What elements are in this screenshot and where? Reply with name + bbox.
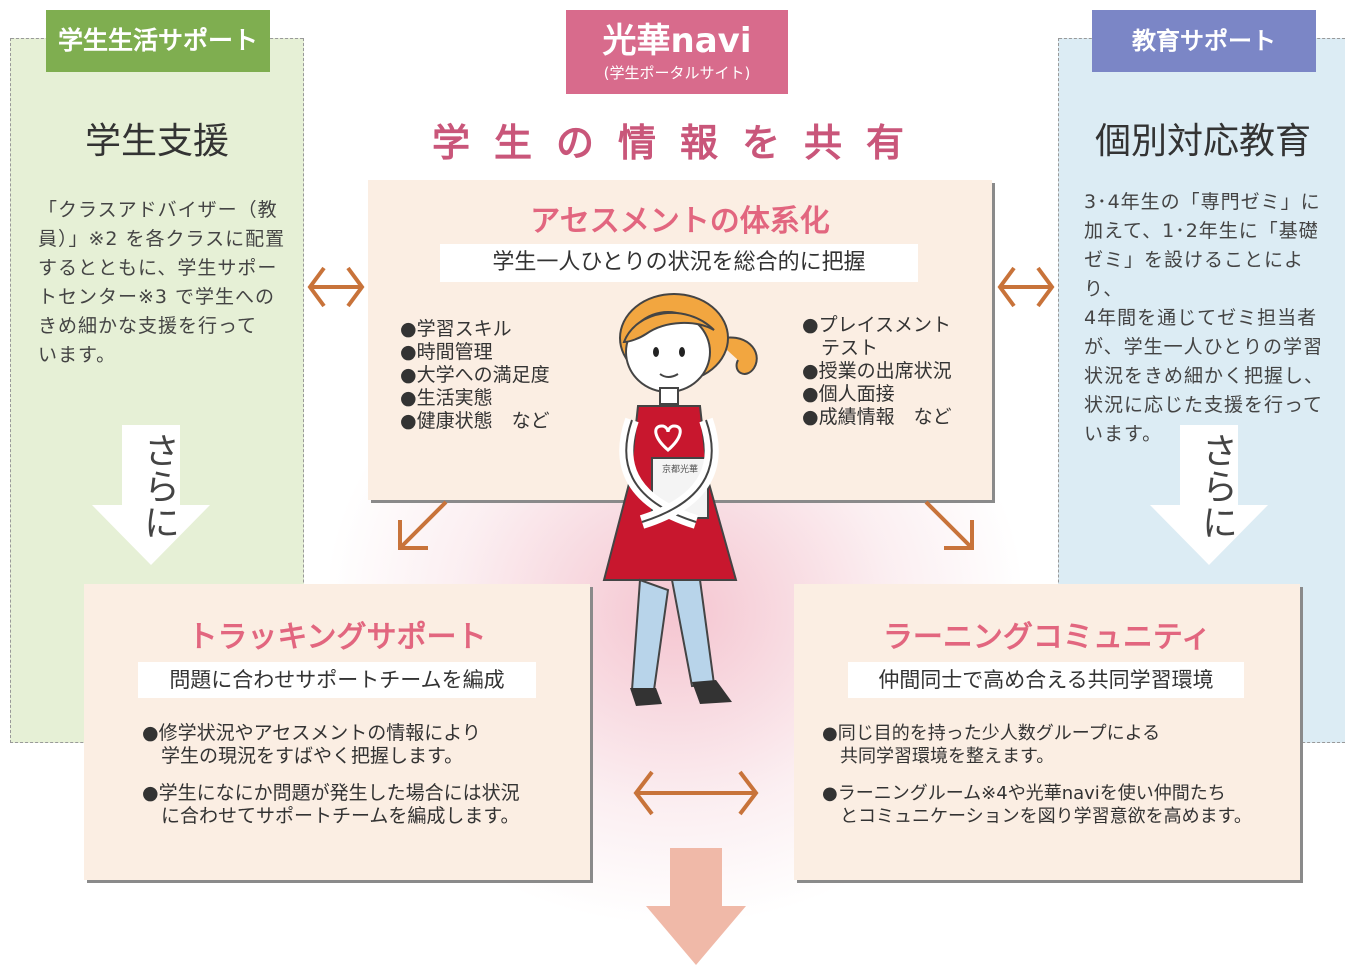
tracking-support-subtitle: 問題に合わせサポートチームを編成: [138, 662, 536, 698]
list-item: ●大学への満足度: [400, 364, 550, 386]
down-left-arrow-icon: [398, 500, 448, 550]
assessment-title: アセスメントの体系化: [530, 204, 830, 239]
left-further-text: さらに: [138, 432, 179, 540]
share-info-title: 学生の情報を共有: [431, 121, 928, 165]
list-item: ●学生になにか問題が発生した場合には状況: [142, 782, 520, 804]
left-double-arrow-icon: [307, 266, 365, 308]
list-item: ●健康状態 など: [400, 410, 550, 432]
list-item: に合わせてサポートチームを編成します。: [142, 805, 520, 827]
list-item: ●成績情報 など: [802, 406, 952, 428]
student-support-title: 学生支援: [84, 121, 229, 162]
learning-community-card: [794, 584, 1300, 880]
left-down-arrow-icon: [92, 425, 210, 565]
list-item: ●授業の出席状況: [802, 360, 952, 382]
education-support-label: 教育サポート: [1092, 10, 1316, 72]
student-life-label: 学生生活サポート: [46, 10, 270, 72]
list-item: テスト: [802, 337, 879, 359]
student-figure-illustration: 京都光華: [602, 293, 758, 706]
assessment-left-list: ●学習スキル ●時間管理 ●大学への満足度 ●生活実態 ●健康状態 など: [400, 318, 600, 433]
assessment-subtitle: 学生一人ひとりの状況を総合的に把握: [440, 244, 918, 282]
list-item: ●修学状況やアセスメントの情報により: [142, 722, 481, 744]
down-right-arrow-icon: [924, 500, 974, 550]
list-item: 学生の現況をすばやく把握します。: [142, 745, 464, 767]
bottom-down-arrow-icon: [646, 848, 746, 965]
bottom-double-arrow-icon: [633, 770, 759, 816]
learning-community-title: ラーニングコミュニティ: [882, 620, 1212, 655]
list-item: とコミュニケーションを図り学習意欲を高めます。: [822, 806, 1252, 827]
individual-education-title: 個別対応教育: [1094, 121, 1311, 162]
koka-navi-subtitle: (学生ポータルサイト): [603, 64, 751, 82]
koka-navi-title: 光華navi: [602, 21, 752, 61]
tracking-support-title: トラッキングサポート: [187, 620, 487, 655]
student-support-body: 「クラスアドバイザー（教 員）」※2 を各クラスに配置 するとともに、学生サポー…: [38, 199, 286, 366]
list-item: ●ラーニングルーム※4や光華naviを使い仲間たち: [822, 783, 1226, 804]
list-item: ●同じ目的を持った少人数グループによる: [822, 723, 1161, 744]
right-double-arrow-icon: [997, 266, 1055, 308]
right-further-text: さらに: [1196, 432, 1237, 540]
list-item: ●学習スキル: [400, 318, 512, 340]
tracking-support-list: ●修学状況やアセスメントの情報により 学生の現況をすばやく把握します。 ●学生に…: [142, 722, 582, 828]
right-down-arrow-icon: [1150, 425, 1268, 565]
book-label: 京都光華: [662, 463, 698, 475]
individual-education-body: 3･4年生の「専門ゼミ」に 加えて、1･2年生に「基礎 ゼミ」を設けることにより…: [1084, 191, 1325, 445]
list-item: 共同学習環境を整えます。: [822, 746, 1055, 767]
list-item: ●時間管理: [400, 341, 493, 363]
koka-navi-label: 光華navi (学生ポータルサイト): [566, 10, 788, 94]
list-item: ●生活実態: [400, 387, 493, 409]
assessment-right-list: ●プレイスメント テスト ●授業の出席状況 ●個人面接 ●成績情報 など: [802, 314, 987, 429]
learning-community-subtitle: 仲間同士で高め合える共同学習環境: [848, 662, 1244, 698]
list-item: ●プレイスメント: [802, 314, 952, 336]
tracking-support-card: [84, 584, 590, 880]
list-item: ●個人面接: [802, 383, 895, 405]
learning-community-list: ●同じ目的を持った少人数グループによる 共同学習環境を整えます。 ●ラーニングル…: [822, 722, 1292, 828]
